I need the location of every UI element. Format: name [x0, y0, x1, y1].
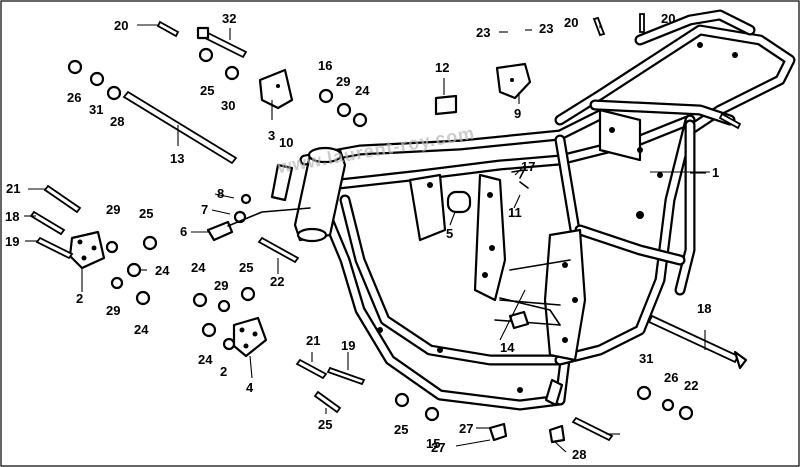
callout-20-c: 20 — [661, 11, 675, 26]
callout-18-a: 18 — [5, 209, 19, 224]
rod-13 — [122, 90, 238, 165]
callout-29-a: 29 — [336, 74, 350, 89]
callout-27-b: 28 — [572, 447, 586, 462]
nuts-and-washers — [67, 47, 694, 422]
callout-31-b: 26 — [664, 370, 678, 385]
leader-lines — [24, 20, 710, 453]
callout-25-d: 25 — [394, 422, 408, 437]
callout-6: 6 — [180, 224, 187, 239]
part-27-clips — [488, 378, 566, 444]
callout-19-a: 19 — [5, 234, 19, 249]
callout-21-a: 21 — [6, 181, 20, 196]
callout-23-a: 23 — [476, 25, 490, 40]
callout-8: 8 — [217, 186, 224, 201]
callout-10: 10 — [279, 135, 293, 150]
rod-14 — [647, 314, 748, 370]
callout-16: 16 — [318, 58, 332, 73]
callout-20-b: 20 — [564, 15, 578, 30]
callout-5: 5 — [446, 226, 453, 241]
steering-head — [293, 146, 347, 243]
callout-26-a: 26 — [67, 90, 81, 105]
callout-31-a: 31 — [89, 102, 103, 117]
callout-14: 18 — [697, 301, 711, 316]
callout-12: 12 — [435, 60, 449, 75]
callout-19-b: 25 — [318, 417, 332, 432]
callout-29-d: 29 — [214, 278, 228, 293]
callout-24-a: 24 — [355, 83, 370, 98]
part-10 — [270, 163, 294, 202]
bolt-32 — [196, 26, 248, 59]
callout-2-a: 2 — [76, 291, 83, 306]
callout-4: 14 — [500, 340, 515, 355]
callout-29-e: 2 — [220, 364, 227, 379]
part-9 — [495, 62, 532, 100]
callout-29-b: 29 — [106, 202, 120, 217]
callout-18-b: 21 — [306, 333, 320, 348]
callout-24-d: 24 — [191, 260, 206, 275]
part-2-plate-upper — [68, 230, 106, 270]
callout-30: 30 — [221, 98, 235, 113]
callout-24-b: 24 — [155, 263, 170, 278]
callout-3: 3 — [268, 128, 275, 143]
callout-32: 32 — [222, 11, 236, 26]
callout-25-e: 15 — [426, 436, 440, 451]
part-3 — [258, 68, 294, 110]
callout-22-a: 22 — [270, 274, 284, 289]
callout-25-b: 25 — [139, 206, 153, 221]
callout-26-b: 22 — [684, 378, 698, 393]
callout-20-a: 20 — [114, 18, 128, 33]
main-frame — [299, 9, 796, 411]
callout-27-a: 27 — [431, 440, 445, 455]
callout-24-c: 24 — [134, 322, 149, 337]
callout-17: 17 — [521, 159, 535, 174]
callout-29-c: 29 — [106, 303, 120, 318]
part-4 — [499, 297, 561, 330]
part-6 — [206, 207, 311, 242]
callout-28-a: 28 — [110, 114, 124, 129]
callout-13: 13 — [170, 151, 184, 166]
part-12 — [434, 94, 458, 116]
part-17 — [511, 169, 529, 189]
callout-25-a: 25 — [200, 83, 214, 98]
callout-11: 11 — [508, 205, 522, 220]
part-2-plate-lower — [232, 316, 268, 358]
callout-28-b: 31 — [639, 351, 653, 366]
callout-labels: 20 32 26 31 28 25 30 3 16 29 24 12 9 23 … — [5, 11, 719, 462]
callout-2-b: 4 — [246, 380, 254, 395]
callout-24-e: 24 — [198, 352, 213, 367]
callout-1: 1 — [712, 165, 719, 180]
callout-25-c: 25 — [239, 260, 253, 275]
part-5 — [446, 190, 472, 214]
callout-7: 7 — [201, 202, 208, 217]
callout-23-b: 23 — [539, 21, 553, 36]
callout-21-b: 19 — [341, 338, 355, 353]
callout-15: 27 — [459, 421, 473, 436]
callout-9: 9 — [514, 106, 521, 121]
